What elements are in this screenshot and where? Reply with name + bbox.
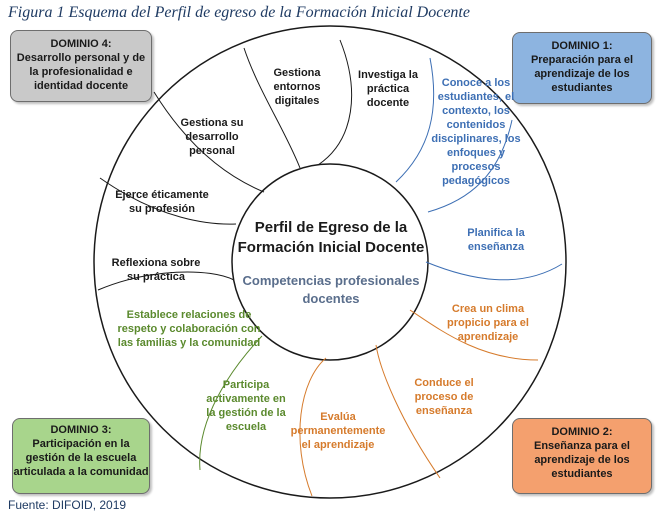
- divider-reflexiona-establece: [97, 271, 235, 291]
- segment-conoce: Conoce a los estudiantes, el contexto, l…: [431, 77, 521, 187]
- divider-desarrollo-ejerce: [153, 91, 265, 193]
- dominio-2-title: DOMINIO 2:: [551, 426, 613, 438]
- segment-conduce: Conduce el proceso de enseñanza: [414, 377, 474, 417]
- dominio-1-desc: Preparación para el aprendizaje de los e…: [530, 54, 634, 94]
- segment-ejerce: Ejerce éticamente su profesión: [115, 189, 209, 215]
- divider-crea-conduce: [409, 309, 539, 361]
- segment-reflexiona: Reflexiona sobre su práctica: [111, 257, 201, 283]
- divider-ejerce-reflexiona: [99, 177, 237, 225]
- segment-evalua: Evalúa permanentemente el aprendizaje: [290, 411, 386, 451]
- segment-gestiona-entornos: Gestiona entornos digitales: [273, 67, 321, 107]
- divider-gestiona-investiga: [317, 39, 353, 166]
- center-title: Perfil de Egreso de la Formación Inicial…: [237, 219, 425, 256]
- dominio-4-title: DOMINIO 4:: [50, 38, 112, 50]
- dominio-1-title: DOMINIO 1:: [551, 40, 613, 52]
- dominio-2-box: DOMINIO 2: Enseñanza para el aprendizaje…: [512, 418, 652, 494]
- dominio-3-box: DOMINIO 3: Participación en la gestión d…: [12, 418, 150, 494]
- figure-source: Fuente: DIFOID, 2019: [8, 498, 127, 512]
- divider-conoce-planifica: [427, 119, 513, 213]
- divider-conduce-evalua: [375, 344, 441, 479]
- dominio-4-box: DOMINIO 4: Desarrollo personal y de la p…: [10, 30, 152, 102]
- divider-participa-establece: [199, 335, 263, 471]
- segment-establece: Establece relaciones de respeto y colabo…: [117, 309, 261, 349]
- segment-crea-clima: Crea un clima propicio para el aprendiza…: [447, 303, 529, 343]
- dominio-1-box: DOMINIO 1: Preparación para el aprendiza…: [512, 32, 652, 104]
- segment-investiga: Investiga la práctica docente: [358, 69, 418, 109]
- divider-planifica-crea: [425, 261, 563, 281]
- dominio-3-desc: Participación en la gestión de la escuel…: [13, 438, 149, 478]
- dominio-4-desc: Desarrollo personal y de la profesionali…: [16, 52, 146, 92]
- center-subtitle: Competencias profesionales docentes: [242, 273, 420, 306]
- figure-caption: Figura 1 Esquema del Perfil de egreso de…: [8, 4, 470, 21]
- divider-investiga-conoce: [395, 57, 435, 183]
- outer-circle: [93, 25, 567, 499]
- divider-evalua-participa: [299, 357, 327, 497]
- dominio-2-desc: Enseñanza para el aprendizaje de los est…: [534, 440, 630, 480]
- segment-planifica: Planifica la enseñanza: [467, 227, 525, 253]
- divider-gestiona-desarrollo: [243, 47, 301, 169]
- dominio-3-title: DOMINIO 3:: [50, 424, 112, 436]
- segment-gestiona-desarrollo: Gestiona su desarrollo personal: [180, 117, 244, 157]
- segment-participa: Participa activamente en la gestión de l…: [206, 379, 286, 433]
- inner-circle: [231, 163, 429, 361]
